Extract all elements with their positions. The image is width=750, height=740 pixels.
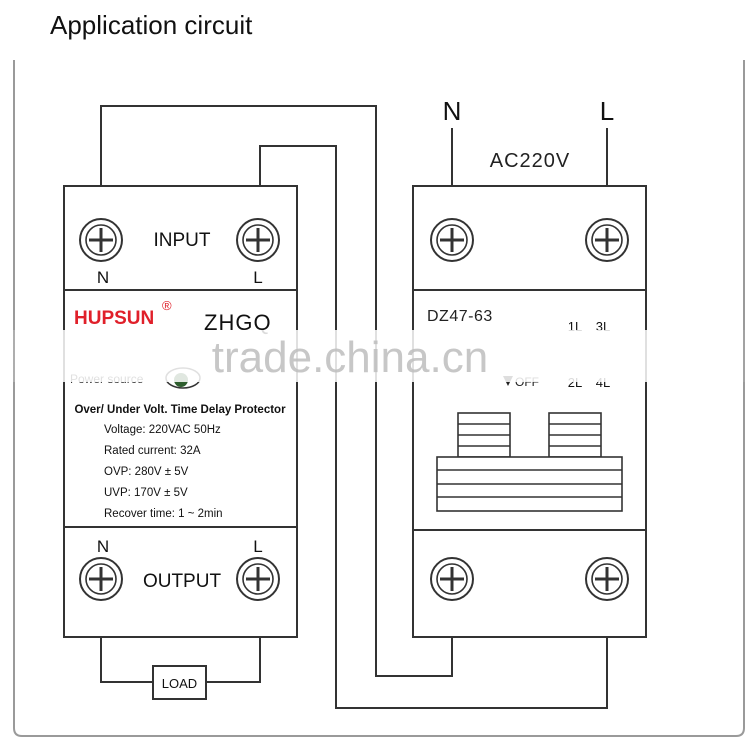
wire-breaker-n-to-input-n [100, 105, 453, 677]
terminal-screw-icon [79, 218, 123, 262]
terminal-screw-icon [430, 557, 474, 601]
supply-voltage-label: AC220V [490, 150, 571, 172]
breaker-handle-slot [436, 456, 623, 512]
output-n-label: N [97, 537, 109, 556]
watermark: trade.china.cn [0, 330, 750, 382]
spec-line: OVP: 280V ± 5V [104, 466, 189, 478]
registered-mark: ® [162, 298, 172, 313]
breaker-model-label: DZ47-63 [427, 308, 493, 325]
supply-l-label: L [600, 96, 614, 126]
terminal-screw-icon [585, 557, 629, 601]
spec-line: Rated current: 32A [104, 445, 201, 457]
terminal-screw-icon [236, 557, 280, 601]
output-label: OUTPUT [143, 571, 222, 592]
input-l-label: L [253, 268, 262, 287]
breaker-toggle-handle [457, 412, 511, 458]
spec-line: UVP: 170V ± 5V [104, 487, 188, 499]
wire-breaker-l-to-input-l [259, 145, 608, 709]
circuit-breaker: DZ47-63 1L 3L 2L 4L OFF [412, 185, 647, 638]
brand-logo: HUPSUN [74, 308, 154, 329]
spec-line: Recover time: 1 ~ 2min [104, 508, 223, 520]
terminal-screw-icon [79, 557, 123, 601]
input-n-label: N [97, 268, 109, 287]
watermark-text: trade.china.cn [212, 333, 488, 382]
load-box: LOAD [152, 665, 207, 700]
terminal-screw-icon [236, 218, 280, 262]
terminal-screw-icon [430, 218, 474, 262]
spec-line: Voltage: 220VAC 50Hz [104, 424, 221, 436]
input-label: INPUT [154, 230, 211, 251]
supply-n-label: N [443, 96, 462, 126]
voltage-protector: INPUT N L HUPSUN ® ZHGQ Power source Ove… [63, 185, 298, 638]
terminal-screw-icon [585, 218, 629, 262]
protector-heading: Over/ Under Volt. Time Delay Protector [74, 404, 286, 416]
breaker-toggle-handle [548, 412, 602, 458]
outer-frame [13, 60, 745, 737]
page-title: Application circuit [50, 10, 253, 40]
output-l-label: L [253, 537, 262, 556]
load-label: LOAD [162, 676, 197, 691]
